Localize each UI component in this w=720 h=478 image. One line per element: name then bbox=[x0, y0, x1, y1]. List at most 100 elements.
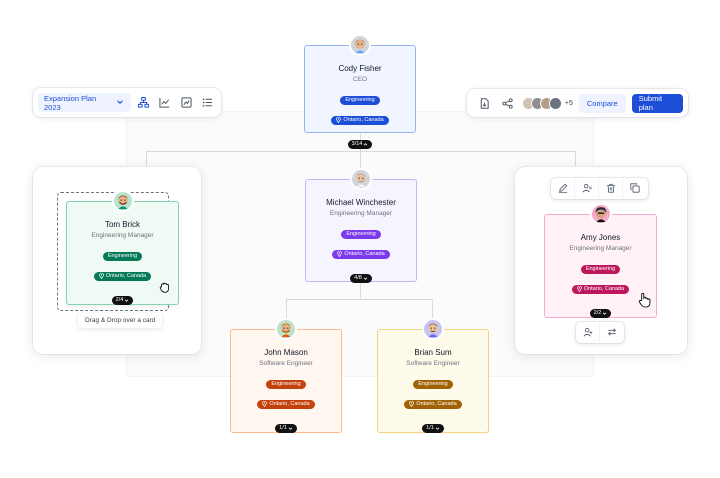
drag-drop-hint: Drag & Drop over a card bbox=[78, 313, 163, 328]
card-role: Engineering Manager bbox=[569, 245, 632, 252]
connector-line bbox=[286, 299, 287, 329]
location-pin-icon bbox=[409, 401, 415, 407]
location-badge: Ontario, Canada bbox=[332, 249, 390, 259]
plan-toolbar: +5 Compare Submit plan bbox=[467, 89, 688, 117]
report-count-toggle[interactable]: 1/1 bbox=[422, 423, 444, 433]
card-name: Cody Fisher bbox=[338, 64, 382, 73]
org-card-selected[interactable]: Amy Jones Engineering Manager Engineerin… bbox=[544, 203, 657, 318]
compare-button[interactable]: Compare bbox=[578, 93, 626, 113]
location-pin-icon bbox=[576, 286, 582, 292]
report-count-toggle[interactable]: 3/14 bbox=[347, 139, 373, 149]
avatar bbox=[350, 168, 372, 190]
avatar bbox=[548, 96, 562, 110]
report-count: 2/2 bbox=[593, 310, 602, 316]
list-icon[interactable] bbox=[199, 94, 216, 112]
line-chart-icon[interactable] bbox=[156, 94, 173, 112]
duplicate-icon[interactable] bbox=[623, 178, 647, 198]
reassign-user-icon[interactable] bbox=[575, 178, 599, 198]
location-pin-icon bbox=[262, 401, 268, 407]
card-role: Software Engineer bbox=[259, 360, 313, 367]
card-name: John Mason bbox=[264, 348, 308, 357]
card-role: CEO bbox=[352, 76, 368, 83]
department-badge: Engineering bbox=[102, 251, 143, 261]
location-text: Ontario, Canada bbox=[343, 117, 384, 123]
card-name: Michael Winchester bbox=[326, 198, 396, 207]
connector-line bbox=[146, 151, 147, 167]
view-toolbar: Expansion Plan 2023 bbox=[33, 88, 221, 117]
connector-line bbox=[360, 282, 361, 299]
location-badge: Ontario, Canada bbox=[93, 271, 152, 281]
card-action-bar bbox=[551, 178, 648, 199]
grab-cursor-icon bbox=[158, 280, 172, 299]
card-role: Software Engineer bbox=[406, 360, 460, 367]
department-badge: Engineering bbox=[266, 379, 306, 389]
location-text: Ontario, Canada bbox=[269, 401, 310, 407]
add-user-icon[interactable] bbox=[576, 322, 600, 342]
card-role: Engineering Manager bbox=[329, 210, 393, 217]
report-count-toggle[interactable]: 2/4 bbox=[111, 295, 134, 305]
report-count: 3/14 bbox=[351, 141, 363, 147]
file-export-icon[interactable] bbox=[476, 94, 493, 112]
report-count-toggle[interactable]: 2/2 bbox=[589, 308, 612, 318]
card-name: Amy Jones bbox=[580, 233, 621, 242]
connector-line bbox=[432, 299, 433, 329]
org-card-manager[interactable]: Michael Winchester Engineering Manager E… bbox=[305, 168, 417, 283]
location-badge: Ontario, Canada bbox=[331, 115, 389, 125]
avatar bbox=[349, 34, 371, 56]
plan-select[interactable]: Expansion Plan 2023 bbox=[38, 93, 132, 112]
org-card-engineer-1[interactable]: John Mason Software Engineer Engineering… bbox=[230, 318, 342, 433]
connector-line bbox=[146, 151, 576, 152]
card-sub-action-bar bbox=[576, 322, 624, 343]
connector-line bbox=[360, 133, 361, 179]
department-badge: Engineering bbox=[580, 264, 621, 274]
submit-plan-button[interactable]: Submit plan bbox=[631, 93, 683, 113]
avatar bbox=[111, 190, 134, 212]
more-collaborators-count: +5 bbox=[564, 99, 573, 107]
department-badge: Engineering bbox=[340, 95, 380, 105]
connector-line bbox=[286, 299, 433, 300]
chevron-down-icon bbox=[603, 311, 607, 315]
location-text: Ontario, Canada bbox=[416, 401, 457, 407]
location-text: Ontario, Canada bbox=[344, 251, 385, 257]
swap-icon[interactable] bbox=[600, 322, 624, 342]
card-name: Tom Brick bbox=[104, 220, 141, 229]
chevron-down-icon bbox=[288, 426, 293, 430]
share-icon[interactable] bbox=[499, 94, 516, 112]
plan-select-label: Expansion Plan 2023 bbox=[44, 93, 97, 112]
avatar bbox=[275, 318, 297, 340]
location-badge: Ontario, Canada bbox=[404, 399, 462, 409]
report-count-toggle[interactable]: 1/1 bbox=[275, 423, 297, 433]
avatar bbox=[422, 318, 444, 340]
image-chart-icon[interactable] bbox=[178, 94, 195, 112]
chevron-down-icon bbox=[363, 276, 368, 280]
location-text: Ontario, Canada bbox=[583, 286, 625, 292]
report-count-toggle[interactable]: 4/8 bbox=[350, 273, 372, 283]
edit-icon[interactable] bbox=[551, 178, 575, 198]
chevron-up-icon bbox=[364, 142, 368, 146]
report-count: 1/1 bbox=[426, 425, 434, 431]
pointer-cursor-icon bbox=[637, 292, 652, 313]
card-role: Engineering Manager bbox=[91, 232, 154, 239]
report-count: 4/8 bbox=[354, 275, 362, 281]
location-text: Ontario, Canada bbox=[105, 273, 147, 279]
location-badge: Ontario, Canada bbox=[257, 399, 315, 409]
org-chart-icon[interactable] bbox=[135, 94, 152, 112]
report-count: 1/1 bbox=[279, 425, 287, 431]
card-name: Brian Sum bbox=[414, 348, 452, 357]
location-pin-icon bbox=[98, 273, 104, 279]
location-pin-icon bbox=[337, 251, 343, 257]
org-card-dragging[interactable]: Tom Brick Engineering Manager Engineerin… bbox=[66, 190, 179, 305]
org-card-engineer-2[interactable]: Brian Sum Software Engineer Engineering … bbox=[377, 318, 489, 433]
location-pin-icon bbox=[336, 117, 342, 123]
avatar bbox=[589, 203, 612, 225]
report-count: 2/4 bbox=[115, 297, 124, 303]
chevron-down-icon bbox=[116, 98, 124, 108]
department-badge: Engineering bbox=[413, 379, 453, 389]
collaborator-avatars[interactable] bbox=[521, 96, 562, 110]
delete-icon[interactable] bbox=[599, 178, 623, 198]
location-badge: Ontario, Canada bbox=[571, 284, 630, 294]
chevron-down-icon bbox=[125, 298, 129, 302]
org-card-ceo[interactable]: Cody Fisher CEO Engineering Ontario, Can… bbox=[304, 34, 416, 149]
chevron-down-icon bbox=[435, 426, 440, 430]
department-badge: Engineering bbox=[341, 229, 381, 239]
